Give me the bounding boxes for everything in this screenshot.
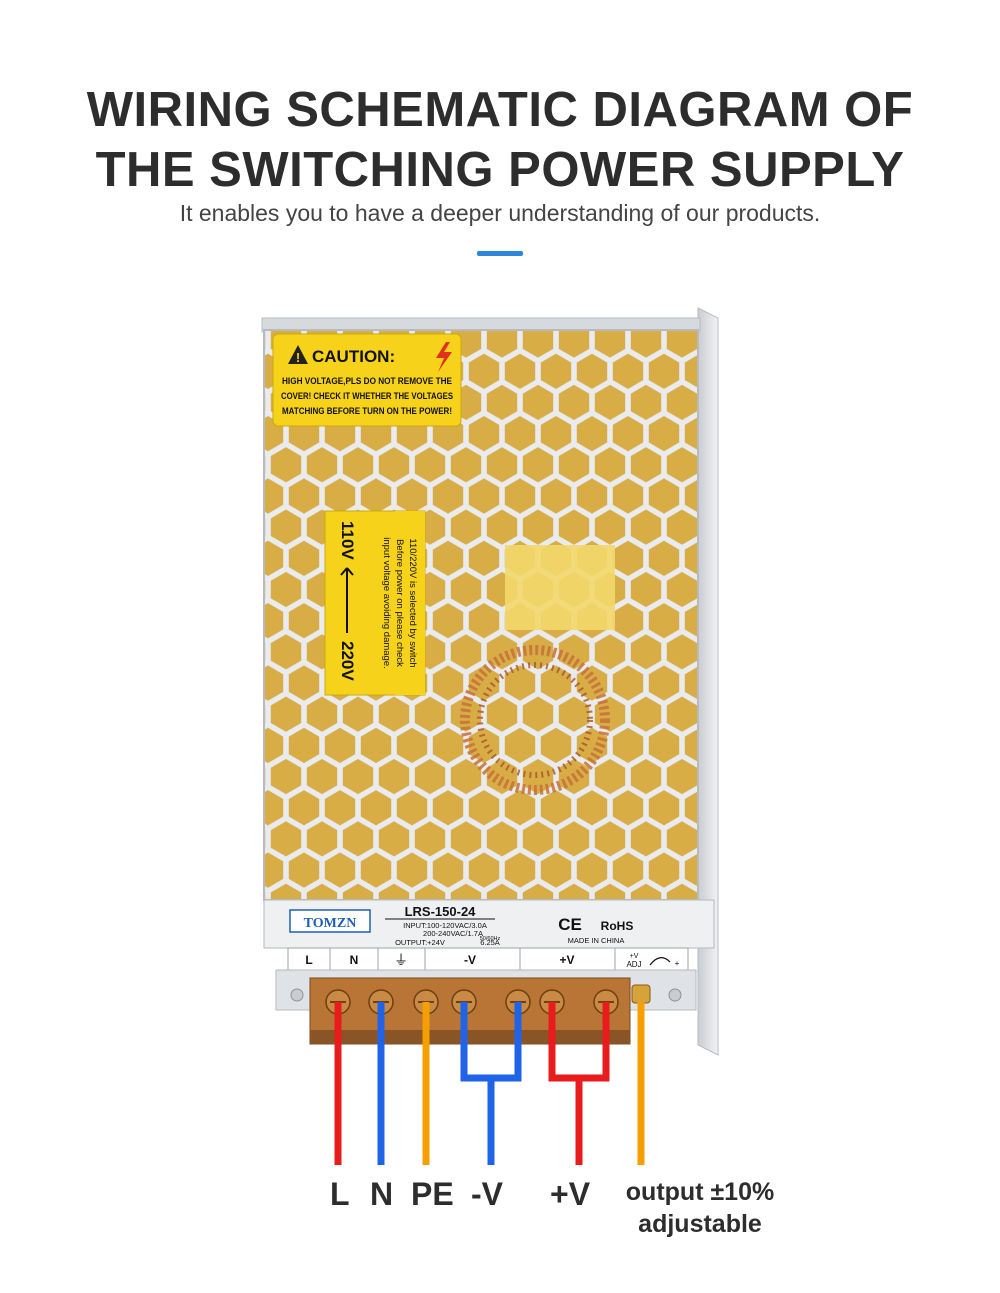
ground-icon: ⏚ xyxy=(394,953,408,969)
model-name: LRS-150-24 xyxy=(405,904,477,919)
terminal-label-adj-top: +V xyxy=(630,953,639,960)
terminal-label-adj: ADJ xyxy=(626,960,641,969)
output-prefix: OUTPUT:+24V xyxy=(395,938,445,947)
terminal-label-n: N xyxy=(350,953,359,967)
accent-divider xyxy=(477,251,523,256)
wire-label-pe: PE xyxy=(411,1176,454,1212)
caution-line-1: HIGH VOLTAGE,PLS DO NOT REMOVE THE xyxy=(282,376,452,387)
wire-label-output-line2: adjustable xyxy=(638,1210,762,1238)
adjust-arc-icon xyxy=(649,957,671,966)
mount-screw-right xyxy=(668,988,682,1002)
caution-line-3: MATCHING BEFORE TURN ON THE POWER! xyxy=(282,406,452,417)
page-title: WIRING SCHEMATIC DIAGRAM OF THE SWITCHIN… xyxy=(0,80,1000,200)
switch-line-1: 110/220V is selected by switch xyxy=(407,538,418,667)
terminal-label-strip: L N ⏚ -V +V +V ADJ + xyxy=(287,947,689,971)
input-line-1: INPUT:100-120VAC/3.0A xyxy=(403,921,487,930)
warning-triangle-icon xyxy=(288,345,308,364)
switch-arrow-icon xyxy=(340,567,354,633)
ce-mark: CE xyxy=(558,915,582,934)
frequency: 50/60Hz xyxy=(480,936,501,942)
made-in: MADE IN CHINA xyxy=(568,936,625,945)
brand-logo: TOMZN xyxy=(304,916,357,931)
voltage-switch-label: 110V 220V 110/220V is selected by switch… xyxy=(324,510,426,696)
switch-220v: 220V xyxy=(338,641,357,681)
caution-heading: CAUTION: xyxy=(312,347,395,366)
nameplate: TOMZN LRS-150-24 INPUT:100-120VAC/3.0A 2… xyxy=(263,899,715,949)
rohs-mark: RoHS xyxy=(601,919,634,933)
switch-110v: 110V xyxy=(338,521,357,560)
wire-label-neg-v: -V xyxy=(471,1176,503,1212)
output-current: 6.25A xyxy=(480,938,500,947)
wire-label-pos-v: +V xyxy=(550,1176,591,1212)
adjust-potentiometer xyxy=(631,984,651,1004)
switch-line-3: input voltage avoiding damage. xyxy=(381,537,392,669)
input-line-2: 200-240VAC/1.7A xyxy=(423,929,483,938)
terminal-label-neg-v: -V xyxy=(464,953,476,967)
wire-label-output-line1: output ±10% xyxy=(625,1178,775,1206)
wire-label-output: output ±10% adjustable xyxy=(600,1176,800,1240)
wire-label-l: L xyxy=(330,1176,350,1212)
svg-text:!: ! xyxy=(296,350,300,365)
terminal-label-pos-v: +V xyxy=(559,953,574,967)
terminal-label-l: L xyxy=(305,953,312,967)
caution-label: ! CAUTION: HIGH VOLTAGE,PLS DO NOT REMOV… xyxy=(272,333,462,427)
terminal-block xyxy=(309,977,651,1045)
lightning-icon xyxy=(436,342,452,372)
caution-line-2: COVER! CHECK IT WHETHER THE VOLTAGES xyxy=(281,391,453,402)
transformer-block xyxy=(505,545,615,630)
terminal-label-adj-plus: + xyxy=(675,959,680,968)
wire-label-n: N xyxy=(370,1176,394,1212)
page-subtitle: It enables you to have a deeper understa… xyxy=(179,200,821,226)
mount-screw-left xyxy=(290,988,304,1002)
wires xyxy=(334,1002,645,1165)
title-line-1: WIRING SCHEMATIC DIAGRAM OF xyxy=(86,83,914,137)
title-line-2: THE SWITCHING POWER SUPPLY xyxy=(95,143,905,197)
switch-line-2: Before power on please check xyxy=(394,539,405,667)
toroid-inductor xyxy=(460,645,610,795)
